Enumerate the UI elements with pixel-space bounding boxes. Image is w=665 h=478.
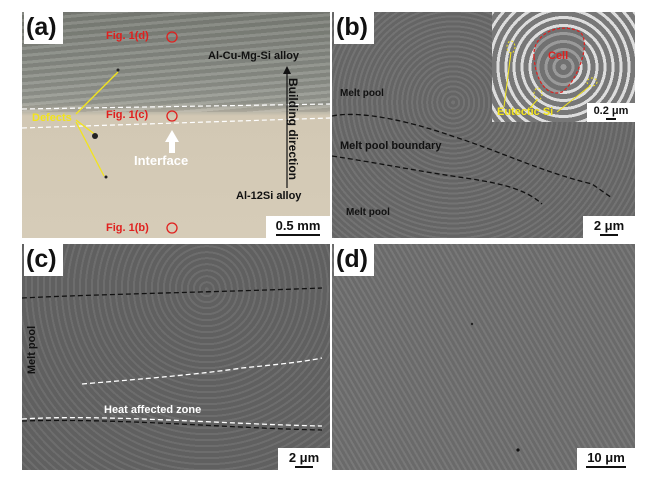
panel-c-sem-micrograph: Melt pool Heat affected zone 2 μm [22,244,330,470]
building-direction-label: Building direction [286,78,300,180]
fig-1d-label: Fig. 1(d) [106,30,149,42]
melt-pool-boundary-label: Melt pool boundary [340,140,442,152]
cell-label: Cell [548,50,569,62]
panel-b-boundaries [332,113,613,205]
panel-d-scale-bar: 10 μm [577,448,635,470]
panel-a-top-texture [22,12,330,112]
panel-c-texture [22,244,330,470]
panel-a-annotations [22,31,330,234]
panel-d-label: (d) [334,244,374,276]
panel-b-sem-micrograph: Cell Eutectic Si 0.2 μm Melt pool Melt p… [332,12,635,238]
scale-text: 2 μm [288,450,320,465]
inset-scale-bar: 0.2 μm [587,103,635,122]
panel-d-texture [332,244,635,470]
panel-b-scale-bar: 2 μm [583,216,635,238]
fig-1b-label: Fig. 1(b) [106,222,149,234]
inset-micrograph: Cell Eutectic Si 0.2 μm [492,12,635,122]
scale-text: 0.2 μm [593,105,629,117]
interface-label: Interface [134,153,189,168]
inset-annotations [503,27,598,113]
panel-a-label: (a) [24,12,63,44]
fig-1c-label: Fig. 1(c) [106,109,149,121]
melt-pool-label: Melt pool [26,325,39,375]
panel-d-sem-micrograph: 10 μm [332,244,635,470]
panel-a-scale-bar: 0.5 mm [266,216,330,238]
top-alloy-label: Al-Cu-Mg-Si alloy [208,50,300,62]
scale-text: 0.5 mm [275,218,321,233]
panel-c-boundaries [22,287,323,431]
panel-a-optical-micrograph: Fig. 1(d) Al-Cu-Mg-Si alloy Fig. 1(c) De… [22,12,330,238]
bottom-alloy-label: Al-12Si alloy [236,190,302,202]
melt-pool-bottom-label: Melt pool [346,207,390,218]
panel-c-scale-bar: 2 μm [278,448,330,470]
defects-label: Defects [32,112,72,124]
heat-affected-zone-label: Heat affected zone [104,404,202,416]
panel-b-label: (b) [334,12,374,44]
scale-text: 10 μm [587,450,625,465]
panel-c-label: (c) [24,244,63,276]
scale-text: 2 μm [593,218,625,233]
melt-pool-top-label: Melt pool [340,88,384,99]
panel-d-features [470,322,520,452]
eutectic-si-label: Eutectic Si [497,106,554,118]
